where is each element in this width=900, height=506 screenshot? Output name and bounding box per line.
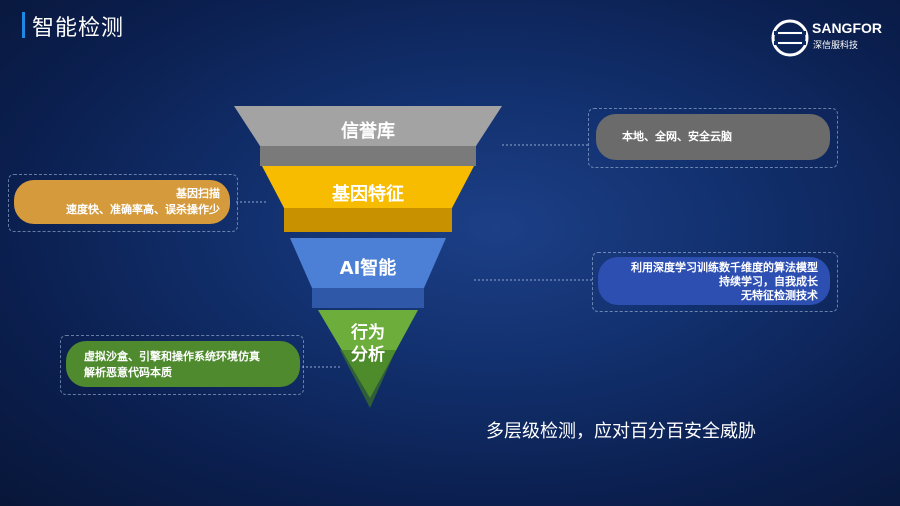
funnel-layer-behavior-shade: [340, 350, 396, 408]
callout-behavior-line2: 解析恶意代码本质: [84, 366, 172, 379]
callout-gene: 基因扫描 速度快、准确率高、误杀操作少: [14, 180, 230, 224]
layer-label-ai: AI智能: [339, 258, 397, 279]
callout-behavior-line1: 虚拟沙盒、引擎和操作系统环境仿真: [84, 350, 260, 363]
funnel-layer-gene-side: [284, 208, 452, 232]
funnel-layer-ai-top: [290, 238, 446, 288]
callout-gene-frame: [8, 174, 238, 232]
logo-subtitle: 深信服科技: [813, 41, 859, 51]
callout-gene-line2: 速度快、准确率高、误杀操作少: [66, 203, 220, 216]
layer-label-behavior: 行为 分析: [320, 322, 416, 366]
callout-ai-line3: 无特征检测技术: [741, 289, 818, 302]
page-title: 智能检测: [32, 16, 125, 41]
callout-ai: 利用深度学习训练数千维度的算法模型 持续学习，自我成长 无特征检测技术: [598, 257, 830, 305]
layer-label-gene: 基因特征: [332, 184, 404, 205]
funnel-layer-reputation-top: [234, 106, 502, 146]
funnel-layer-ai-side: [312, 288, 424, 308]
funnel-layer-gene-top: [262, 166, 474, 208]
callout-behavior: 虚拟沙盒、引擎和操作系统环境仿真 解析恶意代码本质: [66, 341, 300, 387]
logo-name: SANGFOR: [812, 20, 882, 36]
callout-ai-line1: 利用深度学习训练数千维度的算法模型: [631, 261, 818, 274]
callout-ai-line2: 持续学习，自我成长: [719, 275, 818, 288]
callout-reputation: 本地、全网、安全云脑: [596, 114, 830, 160]
layer-label-behavior-line2: 分析: [351, 345, 385, 365]
tagline: 多层级检测，应对百分百安全威胁: [486, 421, 756, 442]
callout-gene-line1: 基因扫描: [176, 187, 220, 200]
layer-label-behavior-line1: 行为: [351, 323, 385, 343]
sangfor-logo-icon: [771, 19, 809, 57]
callout-behavior-frame: [60, 335, 304, 395]
callout-reputation-text: 本地、全网、安全云脑: [622, 130, 732, 143]
callout-reputation-frame: [588, 108, 838, 168]
layer-label-reputation: 信誉库: [341, 121, 395, 142]
callout-ai-frame: [592, 252, 838, 312]
funnel-layer-reputation-side: [260, 146, 476, 166]
title-accent-bar: [22, 12, 25, 38]
logo: SANGFOR 深信服科技: [770, 18, 890, 58]
